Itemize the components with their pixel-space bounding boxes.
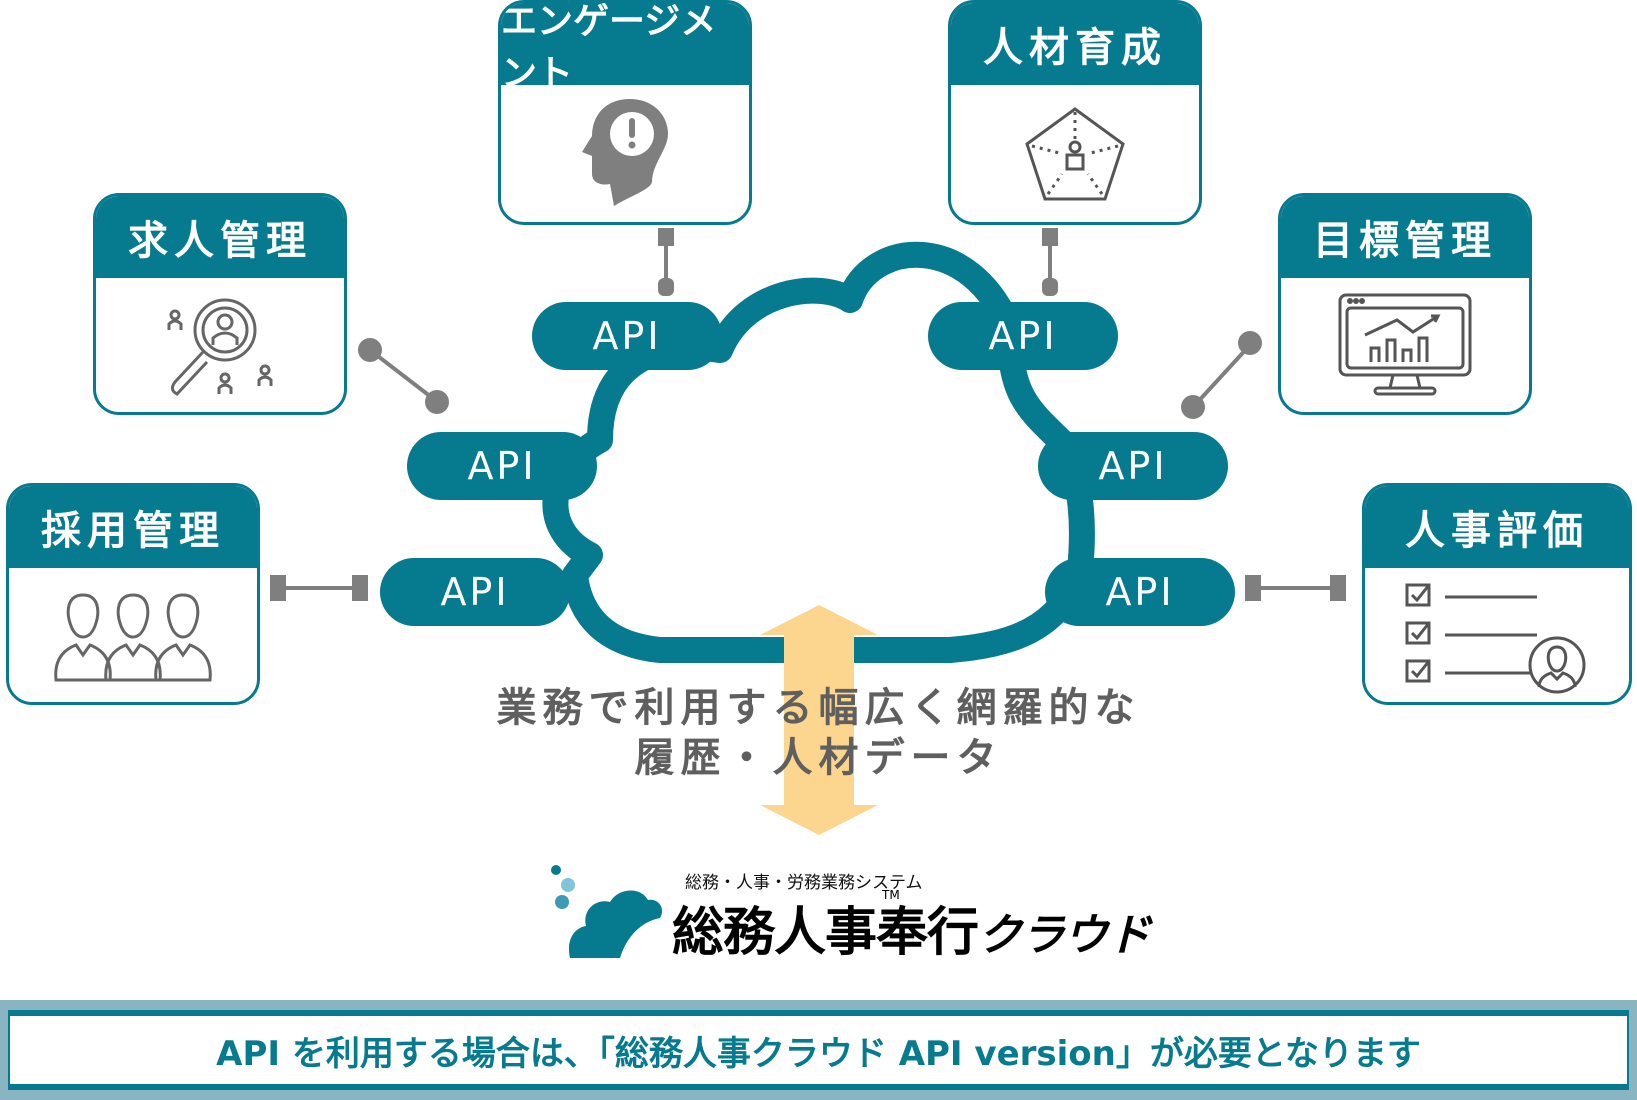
connector-saiyo	[270, 575, 368, 601]
api-badge-engagement: API	[532, 302, 722, 370]
pentagon-person-icon	[1025, 106, 1125, 200]
head-exclamation-icon	[582, 98, 668, 206]
module-card-hyoka: 人事評価	[1362, 483, 1632, 705]
notice-box: API を利用する場合は、「総務人事クラウド API version」が必要とな…	[8, 1010, 1629, 1090]
module-card-mokuhyo: 目標管理	[1278, 193, 1532, 415]
logo-trademark: TM	[882, 888, 900, 902]
connector-jinzai	[1042, 228, 1058, 296]
candidate-search-icon	[167, 298, 273, 396]
bidirectional-arrow	[760, 605, 878, 835]
api-badge-hyoka: API	[1045, 558, 1235, 626]
api-badge-mokuhyo: API	[1038, 432, 1228, 500]
notice-text: API を利用する場合は、「総務人事クラウド API version」が必要とな…	[216, 1033, 1421, 1074]
api-badge-jinzai: API	[928, 302, 1118, 370]
connector-kyujin	[358, 338, 449, 414]
api-badge-kyujin: API	[407, 432, 597, 500]
module-card-kyujin: 求人管理	[93, 193, 347, 415]
module-card-jinzai: 人材育成	[948, 0, 1202, 225]
checklist-person-icon	[1405, 583, 1586, 694]
logo-cloud-icon	[551, 865, 663, 958]
center-data-label-line2: 履歴・人材データ	[634, 735, 1003, 781]
connector-engagement	[658, 228, 674, 296]
module-title: 求人管理	[96, 196, 344, 278]
module-title: 人事評価	[1365, 486, 1629, 568]
logo-subtitle: 総務・人事・労務業務システム	[685, 873, 923, 893]
module-title: 人材育成	[951, 3, 1199, 85]
center-data-label-line1: 業務で利用する幅広く網羅的な	[496, 685, 1141, 731]
api-badge-saiyo: API	[380, 558, 570, 626]
module-card-engagement: エンゲージメント	[498, 0, 752, 225]
connector-hyoka	[1245, 575, 1346, 601]
monitor-chart-icon	[1338, 293, 1472, 396]
module-title: 採用管理	[9, 486, 257, 568]
logo-name: 総務人事奉行	[672, 903, 979, 963]
connector-mokuhyo	[1181, 331, 1262, 419]
module-title: エンゲージメント	[501, 3, 749, 94]
logo-product-name: 総務人事奉行クラウド	[672, 890, 1151, 965]
notice-band: API を利用する場合は、「総務人事クラウド API version」が必要とな…	[0, 1000, 1637, 1100]
logo-suffix: クラウド	[978, 910, 1151, 961]
module-title: 目標管理	[1281, 196, 1529, 278]
business-people-icon	[54, 593, 212, 682]
module-card-saiyo: 採用管理	[6, 483, 260, 705]
